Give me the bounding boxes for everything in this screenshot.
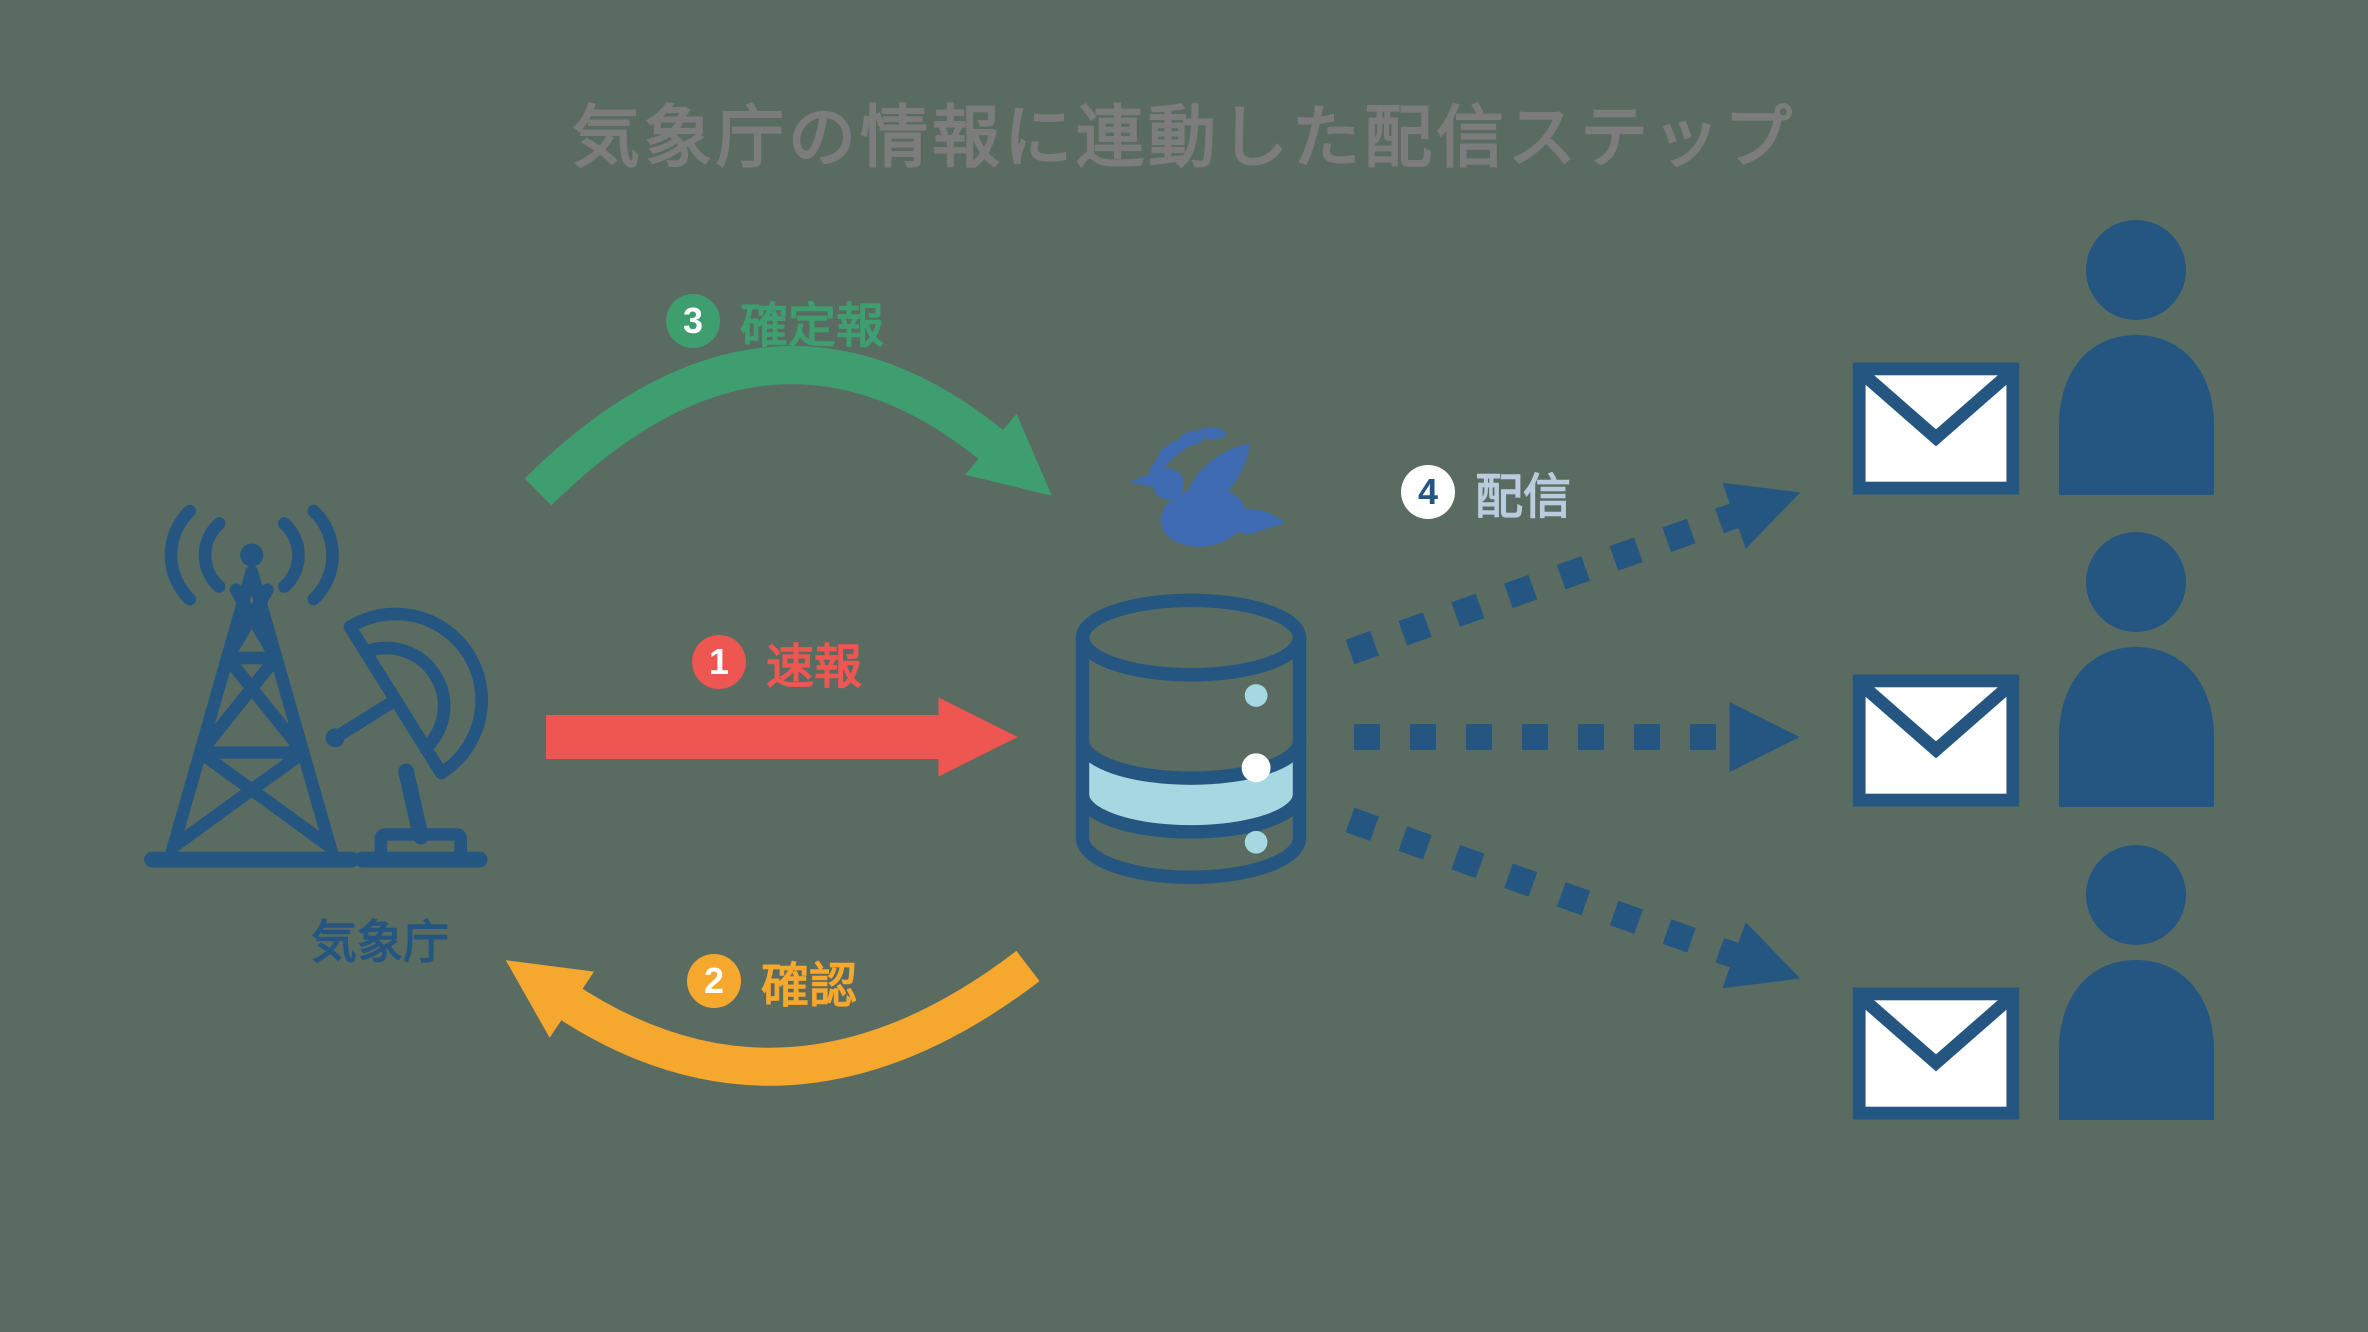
delivery-arrow-bottom: [1345, 807, 1801, 989]
delivery-arrow-top: [1345, 482, 1801, 665]
step-2-label: 確認: [761, 960, 858, 1013]
broadcast-tower-satellite-icon: [144, 504, 488, 868]
database-icon: [1075, 593, 1307, 885]
step-3: 3 確定報: [666, 286, 884, 356]
step-3-label: 確定報: [740, 300, 885, 353]
recipient-row: [1852, 838, 2214, 1120]
step-2: 2 確認: [687, 946, 857, 1016]
step-2-badge: 2: [687, 954, 741, 1008]
step-4-label: 配信: [1475, 471, 1572, 524]
recipient-row: [1852, 213, 2214, 495]
envelope-icon: [1852, 362, 2020, 495]
envelope-icon: [1852, 987, 2020, 1120]
person-icon: [2059, 220, 2214, 495]
dove-icon: [1129, 427, 1286, 547]
step-1-label: 速報: [766, 641, 863, 694]
envelope-icon: [1852, 674, 2020, 807]
step-4: 4 配信: [1401, 457, 1571, 527]
step-2-arrow: [505, 950, 1040, 1086]
step-1: 1 速報: [692, 627, 862, 697]
person-icon: [2059, 845, 2214, 1120]
person-icon: [2059, 532, 2214, 807]
jma-label: 気象庁: [311, 916, 449, 968]
step-3-arrow: [524, 346, 1052, 506]
page-title: 気象庁の情報に連動した配信ステップ: [571, 100, 1796, 176]
step-4-badge: 4: [1401, 465, 1455, 519]
recipient-row: [1852, 525, 2214, 807]
step-3-badge: 3: [666, 294, 720, 348]
step-1-badge: 1: [692, 635, 746, 689]
